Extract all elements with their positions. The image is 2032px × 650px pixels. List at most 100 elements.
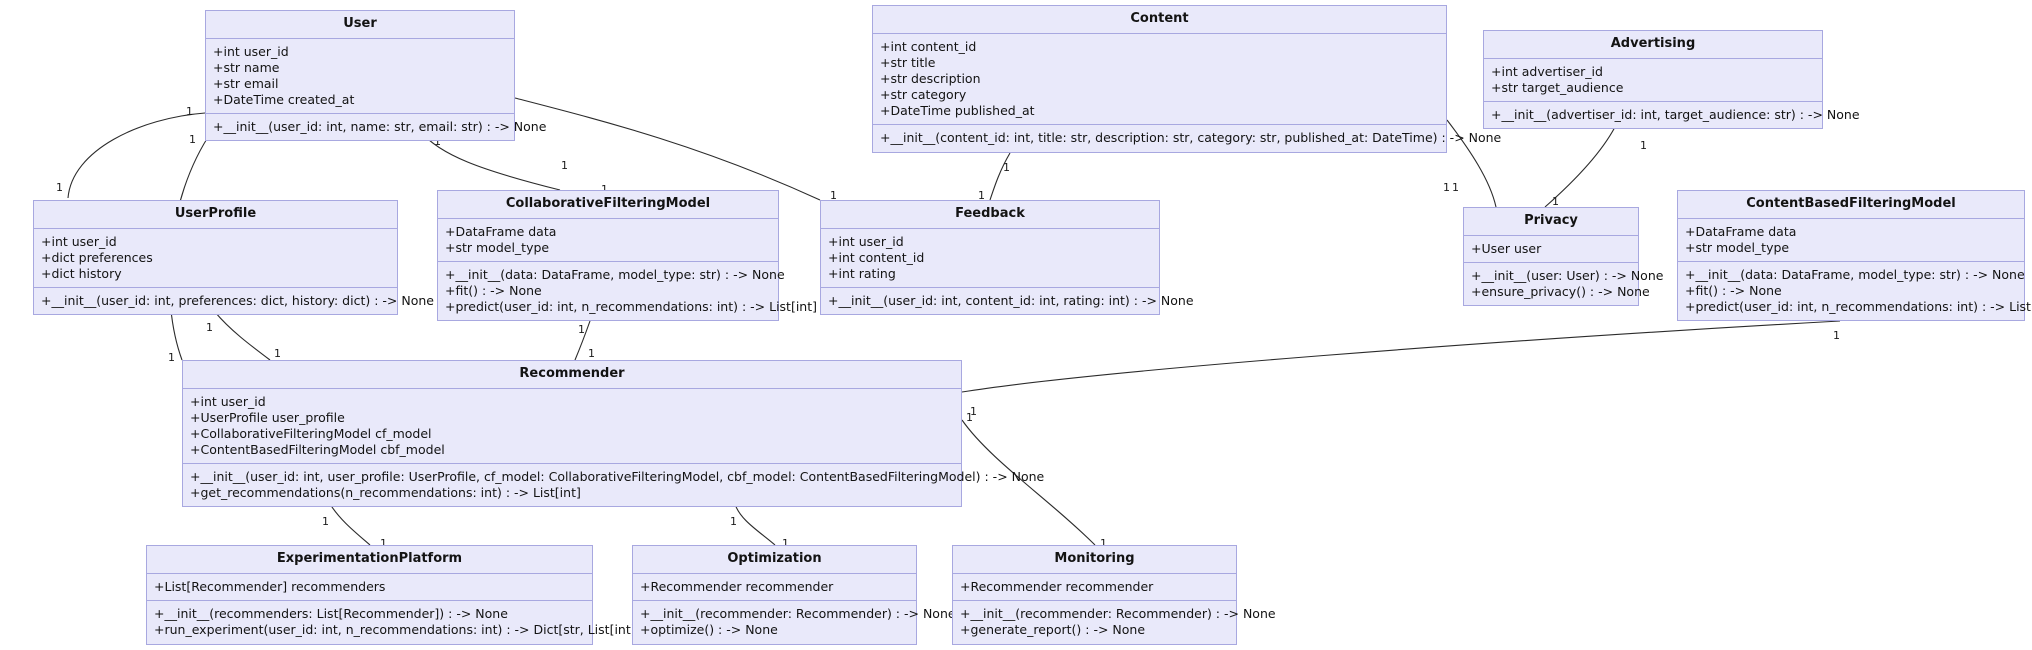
multiplicity-label: 1 bbox=[322, 515, 329, 528]
attributes-compartment: +int user_id+UserProfile user_profile+Co… bbox=[183, 389, 961, 464]
methods-compartment: +__init__(user_id: int, user_profile: Us… bbox=[183, 464, 1045, 506]
attributes-compartment: +DataFrame data+str model_type bbox=[1678, 219, 2024, 262]
attribute-row: +int content_id bbox=[880, 38, 977, 54]
association-line bbox=[514, 97, 821, 201]
class-name: Feedback bbox=[821, 201, 1159, 229]
attribute-row: +str title bbox=[880, 54, 936, 70]
class-box-experimentation[interactable]: ExperimentationPlatform+List[Recommender… bbox=[146, 545, 641, 645]
attributes-compartment: +List[Recommender] recommenders bbox=[147, 574, 592, 601]
class-name: Monitoring bbox=[953, 546, 1236, 574]
class-box-advertising[interactable]: Advertising +int advertiser_id+str target… bbox=[1483, 30, 1860, 129]
class-box-userprofile[interactable]: UserProfile+int user_id+dict preferences… bbox=[33, 200, 434, 315]
attribute-row: +DateTime published_at bbox=[880, 102, 1035, 118]
attribute-row: +str email bbox=[213, 75, 279, 91]
class-name: Advertising bbox=[1484, 31, 1822, 59]
attribute-row: +Recommender recommender bbox=[640, 578, 834, 594]
attributes-compartment: +int content_id+str title+str descriptio… bbox=[873, 34, 1446, 125]
methods-compartment: +__init__(data: DataFrame, model_type: s… bbox=[1678, 262, 2032, 320]
method-row: +__init__(data: DataFrame, model_type: s… bbox=[1685, 266, 2025, 282]
class-box-content[interactable]: Content+int content_id+str title+str des… bbox=[872, 5, 1502, 153]
attributes-compartment: +int user_id+str name+str email+DateTime… bbox=[206, 39, 514, 114]
multiplicity-label: 1 bbox=[274, 347, 281, 360]
class-box-feedback[interactable]: Feedback+int user_id+int content_id+int … bbox=[820, 200, 1194, 315]
attribute-row: +int rating bbox=[828, 265, 896, 281]
class-name: ContentBasedFilteringModel bbox=[1678, 191, 2024, 219]
class-box-recommender[interactable]: Recommender+int user_id+UserProfile user… bbox=[182, 360, 1045, 507]
attribute-row: +str category bbox=[880, 86, 967, 102]
attribute-row: +int user_id bbox=[828, 233, 904, 249]
multiplicity-label: 1 bbox=[1552, 195, 1559, 208]
attributes-compartment: +Recommender recommender bbox=[953, 574, 1236, 601]
multiplicity-label: 1 bbox=[782, 537, 789, 550]
attributes-compartment: +DataFrame data+str model_type bbox=[438, 219, 778, 262]
method-row: +__init__(recommenders: List[Recommender… bbox=[154, 605, 508, 621]
class-box-user[interactable]: User+int user_id+str name+str email+Date… bbox=[205, 10, 546, 141]
method-row: +__init__(user_id: int, user_profile: Us… bbox=[190, 468, 1045, 484]
multiplicity-label: 1 bbox=[1640, 139, 1647, 152]
attribute-row: +int user_id bbox=[41, 233, 117, 249]
multiplicity-label: 1 bbox=[970, 405, 977, 418]
attribute-row: +User user bbox=[1471, 240, 1542, 256]
attribute-row: +DataFrame data bbox=[445, 223, 557, 239]
multiplicity-label: 1 bbox=[578, 323, 585, 336]
method-row: +generate_report() : -> None bbox=[960, 621, 1146, 637]
methods-compartment: +__init__(recommender: Recommender) : ->… bbox=[953, 601, 1276, 643]
multiplicity-label: 1 bbox=[1100, 537, 1107, 550]
methods-compartment: +__init__(data: DataFrame, model_type: s… bbox=[438, 262, 818, 320]
method-row: +optimize() : -> None bbox=[640, 621, 778, 637]
class-box-cfmodel[interactable]: CollaborativeFilteringModel+DataFrame da… bbox=[437, 190, 818, 321]
method-row: +__init__(recommender: Recommender) : ->… bbox=[640, 605, 956, 621]
attribute-row: +int advertiser_id bbox=[1491, 63, 1603, 79]
multiplicity-label: 1 bbox=[168, 351, 175, 364]
method-row: +predict(user_id: int, n_recommendations… bbox=[445, 298, 818, 314]
class-name: User bbox=[206, 11, 514, 39]
class-name: Privacy bbox=[1464, 208, 1638, 236]
class-name: Content bbox=[873, 6, 1446, 34]
attribute-row: +str target_audience bbox=[1491, 79, 1624, 95]
multiplicity-label: 1 bbox=[561, 159, 568, 172]
multiplicity-label: 1 bbox=[1003, 161, 1010, 174]
method-row: +fit() : -> None bbox=[1685, 282, 1782, 298]
attribute-row: +List[Recommender] recommenders bbox=[154, 578, 386, 594]
class-name: Recommender bbox=[183, 361, 961, 389]
methods-compartment: +__init__(user: User) : -> None+ensure_p… bbox=[1464, 263, 1664, 305]
method-row: +__init__(data: DataFrame, model_type: s… bbox=[445, 266, 785, 282]
method-row: +__init__(advertiser_id: int, target_aud… bbox=[1491, 106, 1860, 122]
multiplicity-label: 1 bbox=[730, 515, 737, 528]
method-row: +predict(user_id: int, n_recommendations… bbox=[1685, 298, 2032, 314]
multiplicity-label: 1 bbox=[1443, 181, 1450, 194]
methods-compartment: +__init__(advertiser_id: int, target_aud… bbox=[1484, 102, 1860, 128]
attribute-row: +str name bbox=[213, 59, 280, 75]
multiplicity-label: 1 bbox=[1452, 181, 1459, 194]
multiplicity-label: 1 bbox=[186, 105, 193, 118]
multiplicity-label: 1 bbox=[206, 321, 213, 334]
multiplicity-label: 1 bbox=[56, 181, 63, 194]
class-box-privacy[interactable]: Privacy +User user +__init__(user: User) :… bbox=[1463, 207, 1664, 306]
class-name: Optimization bbox=[633, 546, 916, 574]
attribute-row: +DateTime created_at bbox=[213, 91, 355, 107]
class-box-cbfmodel[interactable]: ContentBasedFilteringModel+DataFrame dat… bbox=[1677, 190, 2032, 321]
association-line bbox=[67, 112, 206, 199]
method-row: +__init__(user: User) : -> None bbox=[1471, 267, 1664, 283]
method-row: +__init__(content_id: int, title: str, d… bbox=[880, 129, 1502, 145]
association-line bbox=[214, 311, 271, 361]
method-row: +__init__(user_id: int, content_id: int,… bbox=[828, 292, 1194, 308]
attribute-row: +ContentBasedFilteringModel cbf_model bbox=[190, 441, 445, 457]
multiplicity-label: 1 bbox=[830, 189, 837, 202]
class-box-monitoring[interactable]: Monitoring+Recommender recommender+__ini… bbox=[952, 545, 1276, 645]
attribute-row: +UserProfile user_profile bbox=[190, 409, 345, 425]
class-name: CollaborativeFilteringModel bbox=[438, 191, 778, 219]
class-box-optimization[interactable]: Optimization +Recommender recommender +__i… bbox=[632, 545, 956, 645]
methods-compartment: +__init__(user_id: int, preferences: dic… bbox=[34, 288, 434, 314]
methods-compartment: +__init__(content_id: int, title: str, d… bbox=[873, 125, 1502, 151]
attribute-row: +str model_type bbox=[445, 239, 550, 255]
attributes-compartment: +int user_id+int content_id+int rating bbox=[821, 229, 1159, 288]
method-row: +fit() : -> None bbox=[445, 282, 542, 298]
multiplicity-label: 1 bbox=[380, 537, 387, 550]
class-name: UserProfile bbox=[34, 201, 397, 229]
attributes-compartment: +User user bbox=[1464, 236, 1638, 263]
attributes-compartment: +Recommender recommender bbox=[633, 574, 916, 601]
methods-compartment: +__init__(user_id: int, name: str, email… bbox=[206, 114, 546, 140]
multiplicity-label: 1 bbox=[588, 347, 595, 360]
